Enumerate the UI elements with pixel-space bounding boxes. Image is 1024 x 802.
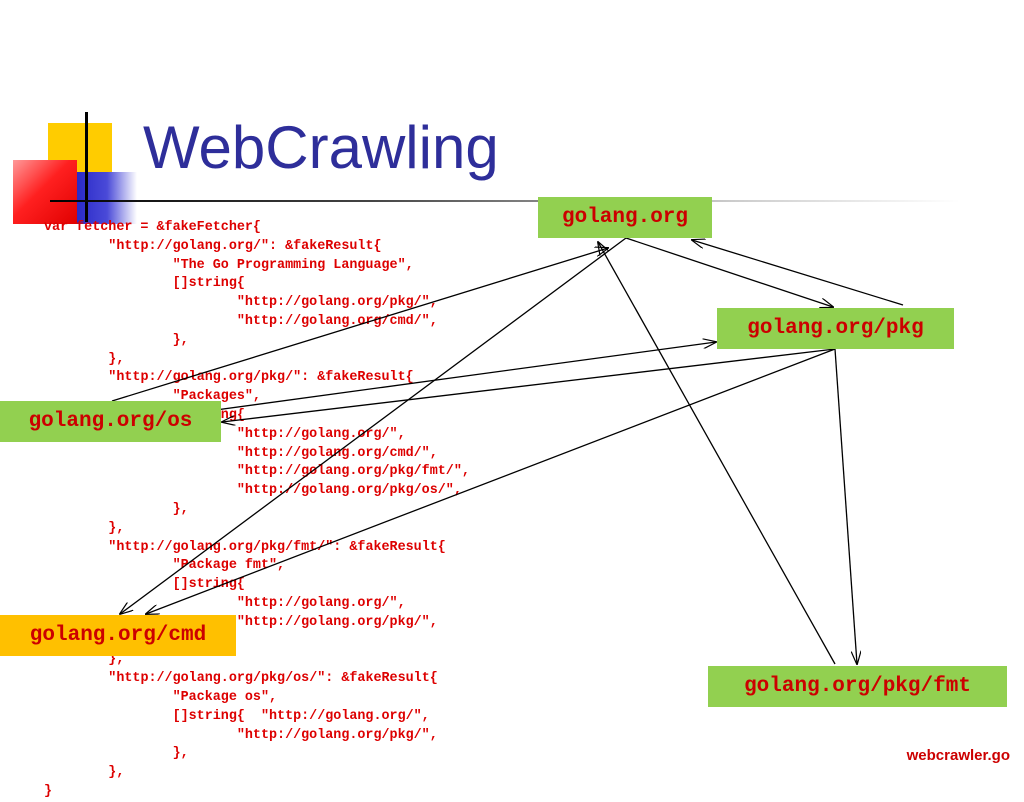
edge-os-to-root	[111, 248, 608, 402]
edge-os-to-pkg	[200, 342, 716, 413]
slide-title: WebCrawling	[143, 114, 499, 181]
footer-filename: webcrawler.go	[906, 747, 1010, 764]
title-underline	[50, 200, 960, 202]
node-golang-org-pkg: golang.org/pkg	[717, 308, 954, 349]
node-golang-org-os: golang.org/os	[0, 401, 221, 442]
edge-root-to-cmd	[120, 237, 627, 614]
edge-pkg-to-root	[692, 240, 904, 306]
edge-fmt-to-root	[598, 242, 836, 665]
logo-square-red	[13, 160, 77, 224]
edge-pkg-to-cmd	[146, 348, 836, 614]
logo-vertical-line	[85, 112, 88, 222]
node-golang-org: golang.org	[538, 197, 712, 238]
node-golang-org-cmd: golang.org/cmd	[0, 615, 236, 656]
link-graph	[111, 237, 904, 768]
edge-pkg-to-fmt	[834, 348, 857, 664]
node-golang-org-pkg-fmt: golang.org/pkg/fmt	[708, 666, 1007, 707]
edge-root-to-pkg	[625, 237, 833, 307]
edge-pkg-to-os	[222, 348, 836, 422]
